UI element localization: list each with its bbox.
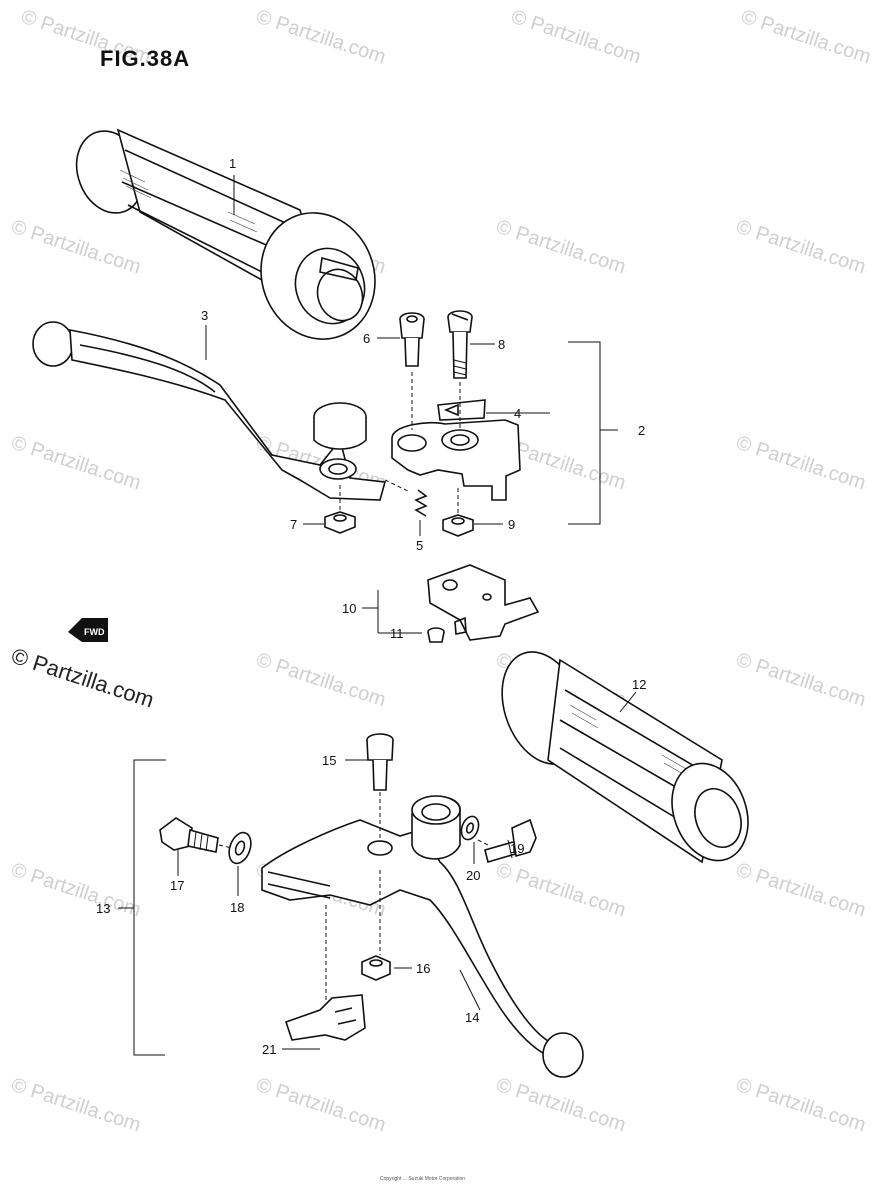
fwd-direction-badge: FWD: [68, 618, 108, 642]
callout-13: 13: [96, 901, 110, 916]
part-14-clutch-lever: [261, 795, 584, 1078]
watermark-text: © Partzilla.com: [733, 1074, 868, 1137]
watermark-text-large: © Partzilla.com: [8, 643, 157, 713]
assembly-lines-bottom: [218, 792, 489, 1000]
footer-copyright: Copyright ... Suzuki Motor Corporation: [380, 1176, 465, 1182]
callout-15: 15: [322, 753, 336, 768]
callout-8: 8: [498, 337, 505, 352]
part-7-nut: [324, 511, 356, 534]
callout-11: 11: [390, 626, 404, 641]
watermark-text: © Partzilla.com: [253, 1074, 388, 1137]
part-4-bracket-assembly: [391, 399, 521, 501]
watermark-text: © Partzilla.com: [738, 6, 873, 69]
callout-3: 3: [201, 308, 208, 323]
watermark-text: © Partzilla.com: [8, 432, 143, 495]
callout-21: 21: [262, 1042, 276, 1057]
callout-9: 9: [508, 517, 515, 532]
figure-title: FIG.38A: [100, 46, 190, 71]
watermark-text: © Partzilla.com: [733, 859, 868, 922]
part-18-nut: [228, 831, 252, 865]
watermark-text: © Partzilla.com: [493, 1074, 628, 1137]
part-1-grip: [75, 128, 376, 340]
callout-18: 18: [230, 900, 244, 915]
callout-5: 5: [416, 538, 423, 553]
callout-1: 1: [229, 156, 236, 171]
callout-2: 2: [638, 423, 645, 438]
part-8-screw: [447, 310, 473, 379]
part-21-cable-holder: [284, 994, 366, 1041]
part-11-screw: [427, 627, 445, 643]
watermark-text: © Partzilla.com: [733, 432, 868, 495]
part-10-switch: [427, 564, 540, 641]
callout-6: 6: [363, 331, 370, 346]
assembly-lines-top: [339, 372, 461, 514]
watermark-text: © Partzilla.com: [508, 6, 643, 69]
watermark-text: © Partzilla.com: [8, 1074, 143, 1137]
part-17-screw: [159, 817, 219, 853]
callout-lines: [118, 175, 637, 1056]
watermark-text: © Partzilla.com: [8, 859, 143, 922]
watermark-text: © Partzilla.com: [253, 6, 388, 69]
watermark-text: © Partzilla.com: [493, 859, 628, 922]
watermark-text: © Partzilla.com: [733, 649, 868, 712]
callout-17: 17: [170, 878, 184, 893]
callout-10: 10: [342, 601, 356, 616]
watermark-text: © Partzilla.com: [253, 649, 388, 712]
callout-14: 14: [465, 1010, 479, 1025]
callout-7: 7: [290, 517, 297, 532]
callout-16: 16: [416, 961, 430, 976]
part-9-nut: [442, 514, 474, 537]
part-20-washer: [460, 815, 480, 841]
part-15-bolt: [366, 733, 394, 791]
callout-4: 4: [514, 406, 521, 421]
watermark-text: © Partzilla.com: [493, 216, 628, 279]
callout-20: 20: [466, 868, 480, 883]
watermark-text: © Partzilla.com: [733, 216, 868, 279]
part-12-grip: [501, 651, 749, 864]
part-3-brake-lever: [32, 321, 387, 501]
watermark-text: © Partzilla.com: [8, 216, 143, 279]
part-5-spring: [414, 489, 428, 517]
part-6-pivot-pin: [399, 312, 425, 367]
fwd-label: FWD: [84, 627, 105, 637]
callout-19: 19: [510, 841, 524, 856]
callout-12: 12: [632, 677, 646, 692]
part-16-nut: [361, 955, 391, 981]
callout-labels: 1 3 6 8 4 2 7 5 9 10 11 12 15 17 18 20 1…: [96, 156, 646, 1057]
